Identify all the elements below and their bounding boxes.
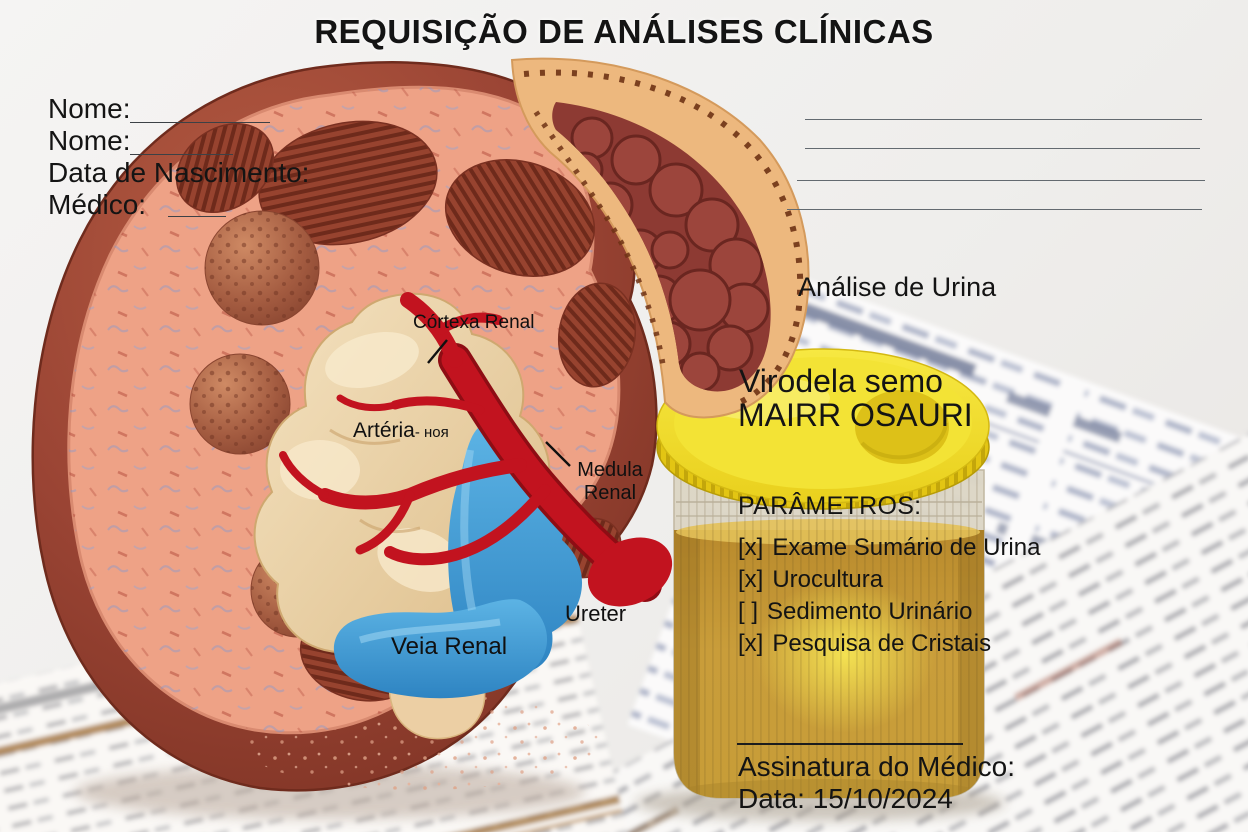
label-renal-medulla: Medula Renal: [568, 459, 652, 505]
checklist-label: Urocultura: [772, 566, 884, 593]
date-label: Data: 15/10/2024: [738, 783, 953, 814]
page-title: REQUISIÇÃO DE ANÁLISES CLÍNICAS: [314, 13, 934, 50]
label-pointers: [427, 339, 571, 467]
medulla-line2: Renal: [583, 482, 637, 504]
checklist-label: Pesquisa de Cristais: [772, 630, 992, 657]
checkbox-mark: [x]: [738, 534, 764, 561]
checkbox-mark: [x]: [738, 566, 764, 593]
checklist-item: [ ] Sedimento Urinário: [738, 598, 973, 626]
form-line-2: [805, 148, 1200, 149]
field-label-birthdate: Data de Nascimento:: [48, 157, 310, 188]
urine-container: [656, 348, 990, 799]
renal-artery: [279, 292, 673, 607]
kidney-model: [31, 61, 673, 792]
field-underline-4: [168, 216, 226, 217]
cortex-pointer-line: [427, 339, 448, 364]
artery-suffix: - ноя: [414, 424, 449, 441]
label-renal-cortex: Córtexa Renal: [413, 312, 535, 333]
checklist-item: [x] Pesquisa de Cristais: [738, 630, 992, 658]
label-renal-vein: Veia Renal: [391, 633, 508, 660]
checklist-item: [x] Exame Sumário de Urina: [738, 534, 1041, 562]
field-label-doctor: Médico:: [48, 189, 147, 220]
field-label-nome-2: Nome:: [48, 125, 131, 156]
analysis-heading: Análise de Urina: [798, 272, 997, 302]
adrenal-lobe: [510, 57, 810, 419]
form-line-4: [787, 209, 1202, 210]
checkbox-mark: [ ]: [738, 598, 759, 625]
form-line-1: [805, 119, 1202, 120]
parameters-heading: PARÂMETROS:: [738, 492, 922, 520]
cap-depression: [855, 390, 949, 464]
medulla-line1: Medula: [577, 459, 643, 481]
form-line-3: [797, 180, 1205, 181]
medulla-pointer-line: [545, 441, 571, 467]
checklist-label: Sedimento Urinário: [767, 598, 973, 625]
checklist-item: [x] Urocultura: [738, 566, 884, 594]
signature-line: [737, 743, 963, 745]
signature-label: Assinatura do Médico:: [738, 751, 1016, 782]
lobe-rim-stitches-inner: [533, 110, 667, 373]
container-brand-line2: MAIRR OSAURI: [738, 397, 973, 433]
label-ureter: Ureter: [565, 601, 627, 626]
field-underline-2: [130, 154, 233, 155]
container-brand-line1: Virodela semo: [739, 363, 943, 399]
artery-word: Artéria: [353, 419, 415, 442]
checklist-label: Exame Sumário de Urina: [772, 534, 1041, 561]
field-label-nome-1: Nome:: [48, 93, 131, 124]
checkbox-mark: [x]: [738, 630, 764, 657]
field-underline-1: [130, 122, 270, 123]
label-renal-artery: Artéria- ноя: [353, 419, 449, 443]
